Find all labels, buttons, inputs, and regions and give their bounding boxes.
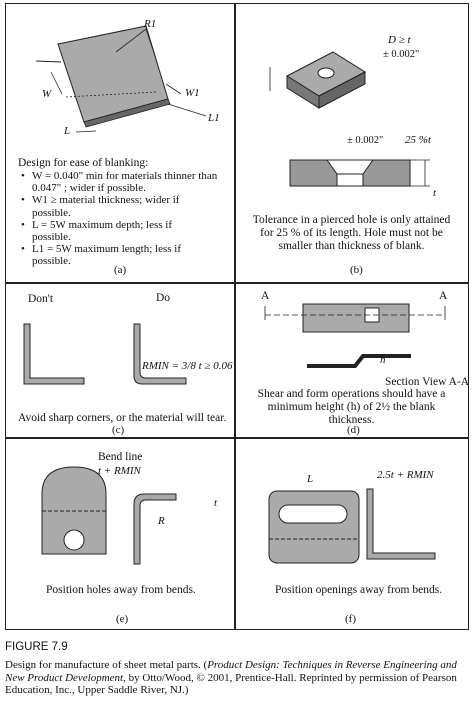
- panel-d: A A h Section View A-A Shear and form op…: [235, 284, 468, 437]
- panel-d-caption: (d): [347, 424, 360, 436]
- panel-e-text: Position holes away from bends.: [46, 584, 196, 596]
- panel-c-caption: (c): [112, 424, 125, 436]
- t-label-e: t: [214, 497, 218, 509]
- h-label: h: [380, 354, 386, 366]
- panel-c-text: Avoid sharp corners, or the material wil…: [18, 412, 227, 424]
- blanking-rules: W = 0.040" min for materials thinner tha…: [18, 170, 217, 268]
- section-a-right: A: [439, 290, 448, 302]
- row-divider-2: [6, 437, 468, 439]
- figure-grid: R1 W W1 L1 L Design for ease of blanking…: [5, 3, 469, 630]
- section-a-left: A: [261, 290, 270, 302]
- hole-tolerance-top: ± 0.002": [383, 49, 420, 60]
- d-label: D ≥ t: [388, 34, 411, 46]
- panel-d-text: Shear and form operations should have a …: [257, 388, 446, 426]
- panel-a-heading: Design for ease of blanking:: [18, 157, 149, 169]
- rmin-label-f: 2.5t + RMIN: [377, 469, 434, 481]
- panel-f-caption: (f): [345, 613, 356, 625]
- column-divider: [234, 4, 236, 629]
- corner-diagram: [23, 323, 187, 385]
- panel-f-text: Position openings away from bends.: [275, 584, 443, 596]
- pct-label: 25 %t: [405, 134, 431, 146]
- rmin-label: RMIN = 3/8 t ≥ 0.06": [142, 360, 234, 372]
- l-label-f: L: [307, 473, 314, 485]
- hole-bend-diagram: [41, 466, 177, 565]
- w1-label: W1: [185, 87, 200, 99]
- l-label: L: [64, 125, 71, 137]
- t-label: t: [433, 187, 437, 199]
- panel-b-caption: (b): [350, 264, 363, 276]
- section-view-label: Section View A-A: [385, 376, 468, 388]
- pierced-hole-diagram: [269, 51, 430, 187]
- r-label: R: [158, 515, 165, 527]
- panel-a-caption: (a): [114, 264, 127, 276]
- l1-label: L1: [208, 112, 220, 124]
- bend-line-label: Bend line: [98, 451, 143, 463]
- r1-label: R1: [144, 18, 157, 30]
- do-label: Do: [156, 292, 171, 304]
- hole-tolerance-section: ± 0.002": [347, 135, 384, 146]
- shear-form-diagram: [264, 303, 446, 368]
- rule-w1: W1 ≥ material thickness; wider ifpossibl…: [18, 194, 217, 218]
- figure-number: FIGURE 7.9: [5, 641, 68, 653]
- panel-e: Bend line t + RMIN R t Position holes aw…: [6, 439, 234, 631]
- figure-caption: Design for manufacture of sheet metal pa…: [5, 659, 457, 697]
- panel-e-caption: (e): [116, 613, 129, 625]
- t-rmin-label: t + RMIN: [98, 465, 141, 477]
- dont-label: Don't: [28, 293, 54, 305]
- rule-w: W = 0.040" min for materials thinner tha…: [18, 170, 217, 194]
- blanking-diagram: [35, 25, 207, 133]
- panel-a: R1 W W1 L1 L Design for ease of blanking…: [6, 4, 234, 282]
- row-divider-1: [6, 282, 468, 284]
- opening-bend-diagram: [268, 488, 436, 564]
- panel-b: D ≥ t ± 0.002" ± 0.002" 25 %t t Toleranc…: [235, 4, 468, 282]
- panel-f: L 2.5t + RMIN Position openings away fro…: [235, 439, 468, 631]
- panel-b-text: Tolerance in a pierced hole is only atta…: [252, 214, 451, 252]
- panel-c: Don't Do RMIN = 3/8 t ≥ 0.06" Avoid shar…: [6, 284, 234, 437]
- w-label: W: [42, 88, 52, 100]
